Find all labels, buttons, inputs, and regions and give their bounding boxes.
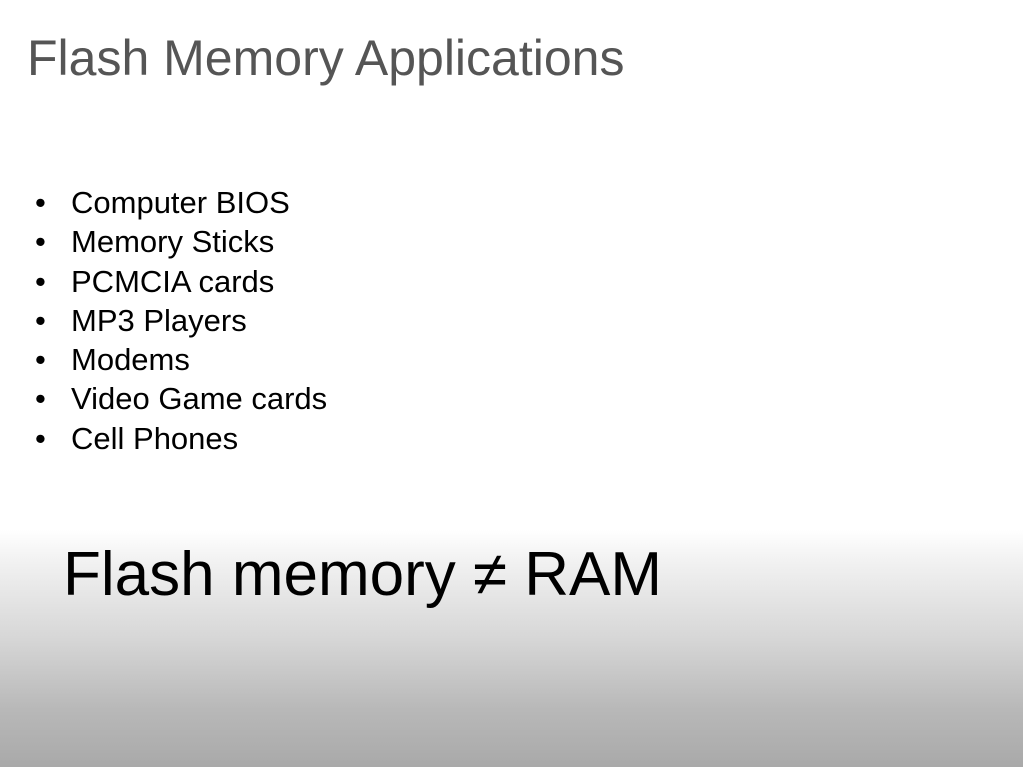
bullet-text: Cell Phones (71, 420, 239, 456)
bullet-icon: • (35, 342, 46, 378)
callout-text: Flash memory ≠ RAM (63, 540, 662, 609)
bullet-icon: • (35, 420, 46, 456)
bullet-icon: • (35, 302, 46, 338)
bullet-item: • Cell Phones (35, 419, 327, 458)
bullet-icon: • (35, 263, 46, 299)
bullet-icon: • (35, 381, 46, 417)
bullet-text: MP3 Players (71, 302, 247, 338)
slide-title: Flash Memory Applications (27, 30, 625, 86)
bullet-text: Video Game cards (71, 381, 328, 417)
bullet-item: • MP3 Players (35, 301, 327, 340)
bullet-item: • Modems (35, 340, 327, 379)
bullet-item: • Computer BIOS (35, 183, 327, 222)
bullet-icon: • (35, 185, 46, 220)
bullet-list: • Computer BIOS • Memory Sticks • PCMCIA ca… (35, 183, 327, 458)
bullet-text: PCMCIA cards (71, 263, 275, 299)
bullet-icon: • (35, 224, 46, 260)
bullet-item: • PCMCIA cards (35, 262, 327, 301)
bullet-item: • Memory Sticks (35, 222, 327, 261)
bullet-text: Computer BIOS (71, 185, 290, 220)
bullet-item: • Video Game cards (35, 379, 327, 418)
bullet-text: Modems (71, 342, 190, 378)
bullet-text: Memory Sticks (71, 224, 275, 260)
